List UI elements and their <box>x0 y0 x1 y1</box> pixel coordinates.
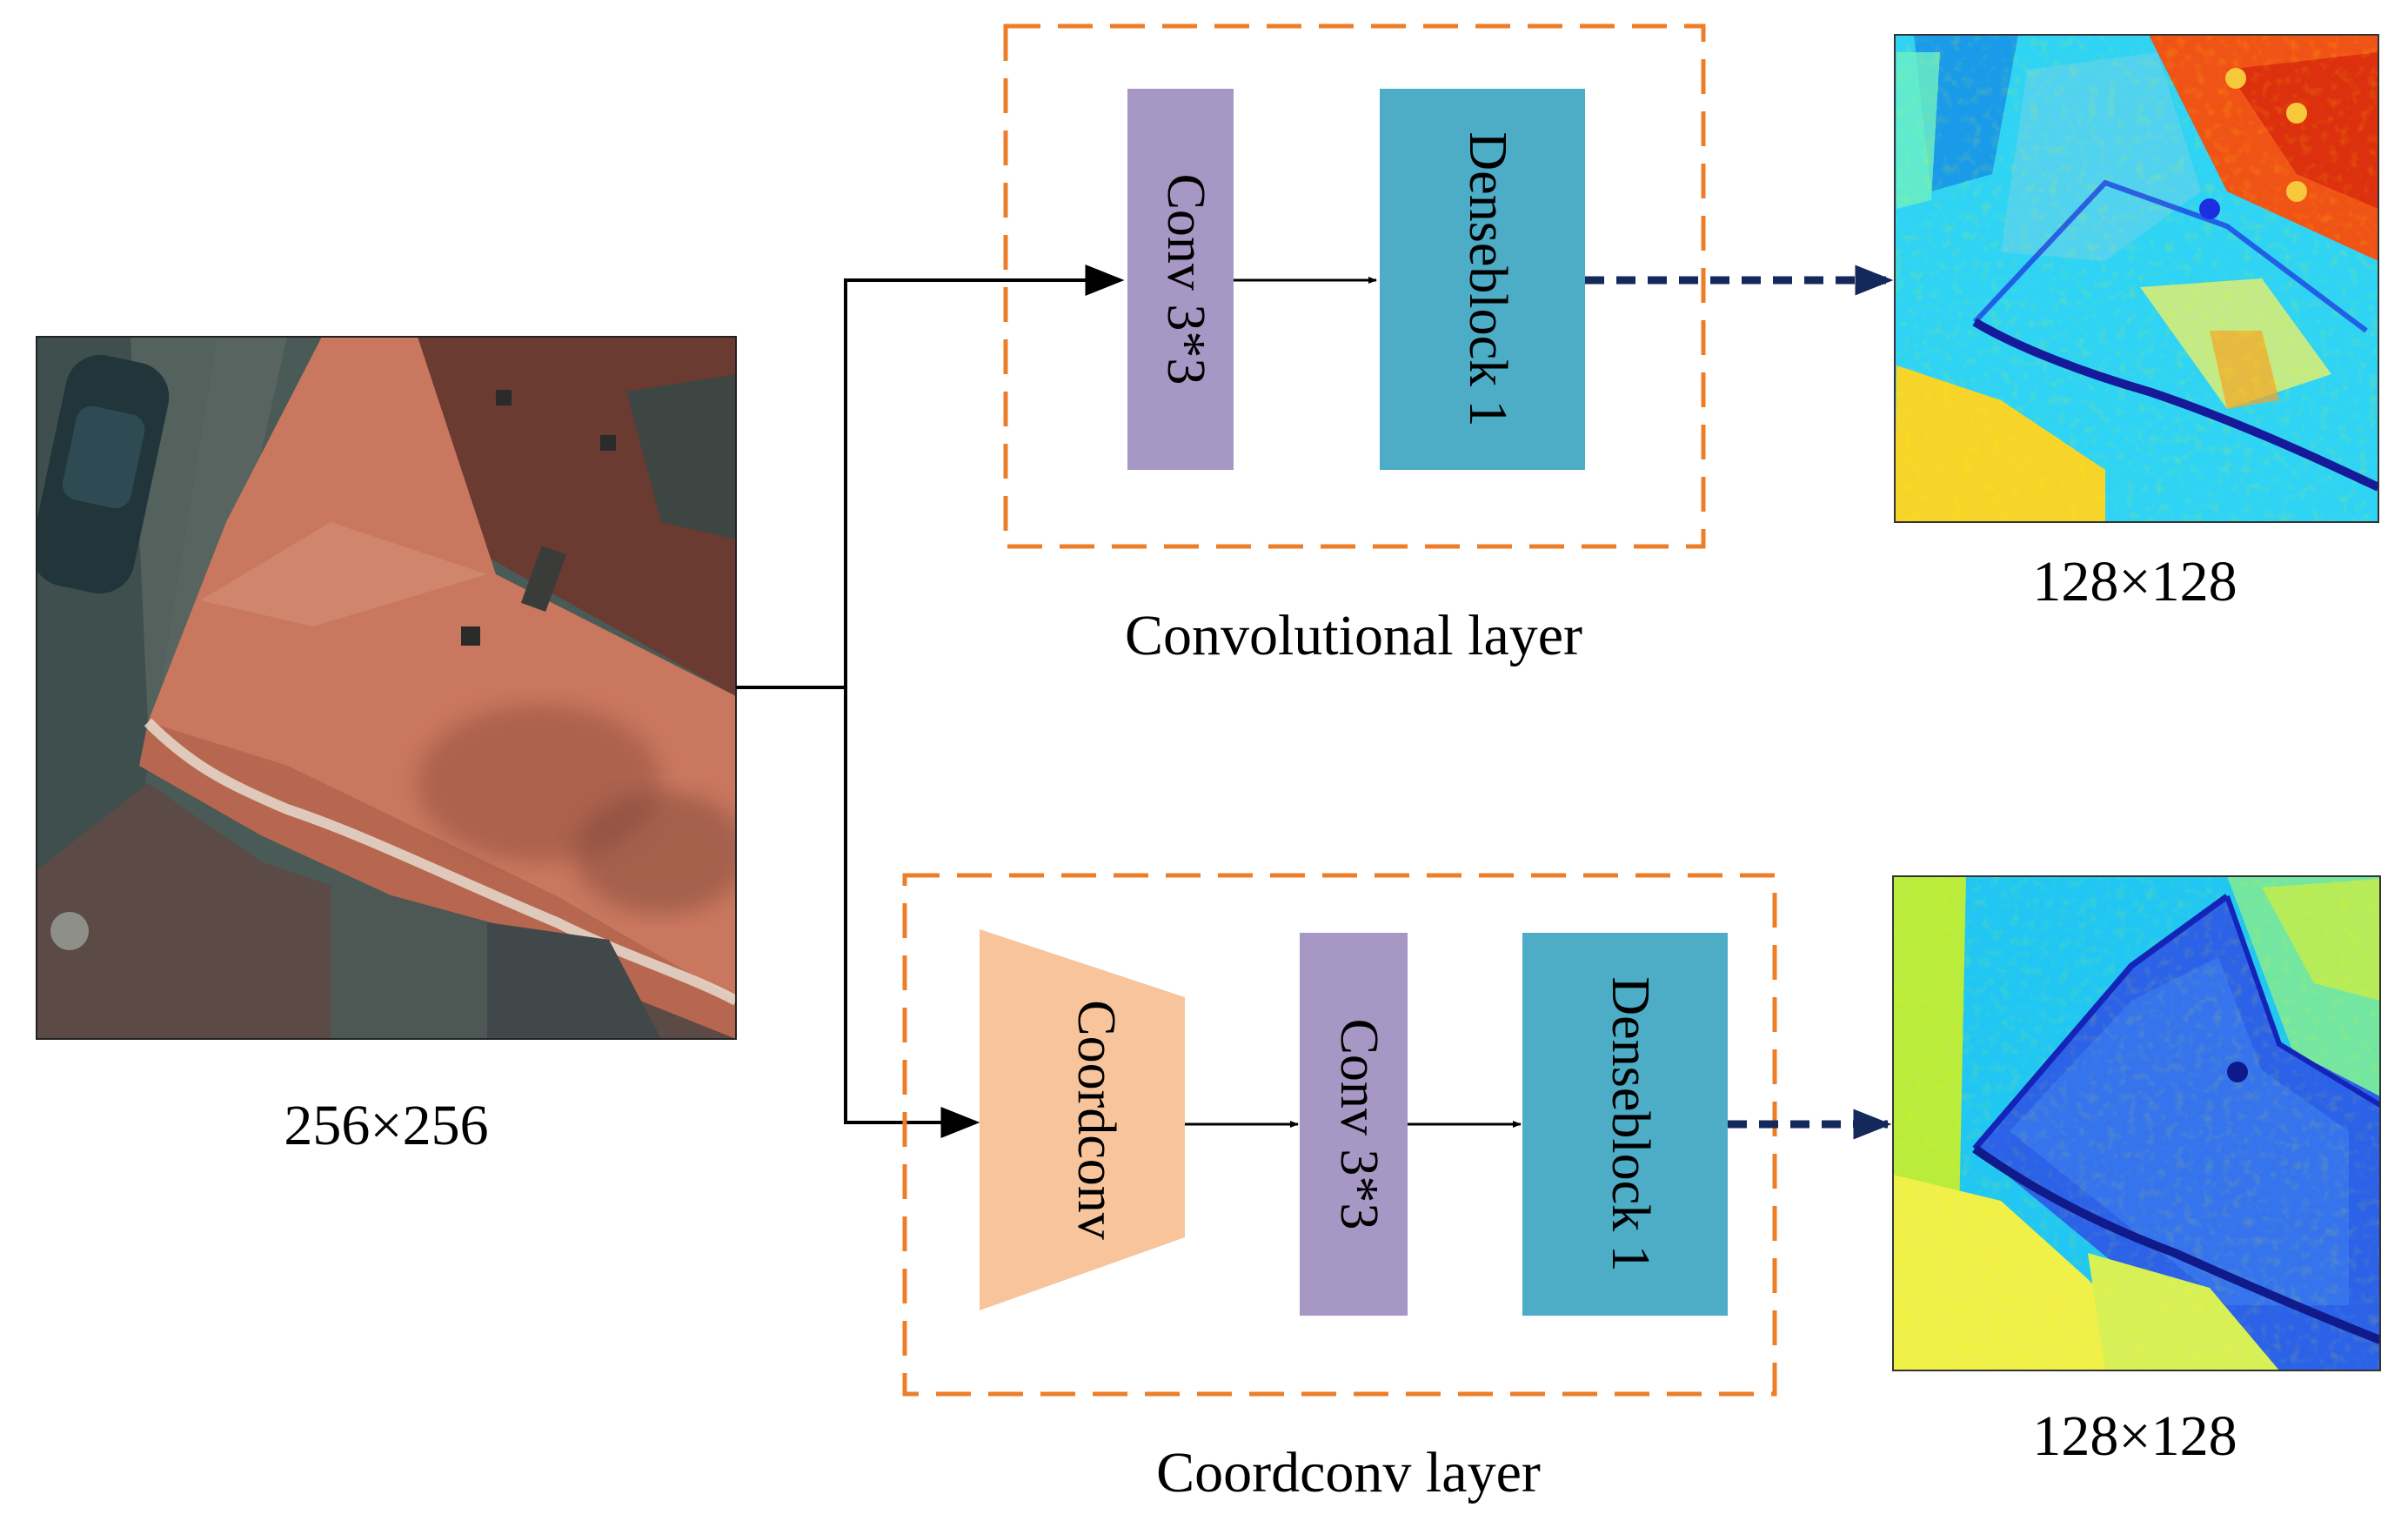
denseblock-bottom <box>1522 933 1728 1316</box>
output-size-label-top: 128×128 <box>2032 550 2237 613</box>
feature-heatmap-bottom <box>1893 876 2380 1370</box>
input-size-label: 256×256 <box>284 1094 488 1157</box>
heatmap-frame-top <box>1894 34 2379 523</box>
conv-label-top: Conv 3*3 <box>1156 174 1215 385</box>
denseblock-top <box>1380 89 1585 470</box>
input-aerial-image <box>37 337 736 1039</box>
conv-block-top <box>1127 89 1234 470</box>
convolutional-layer-title: Convolutional layer <box>1125 604 1582 667</box>
denseblock-label-bottom: Denseblock 1 <box>1601 976 1660 1271</box>
coordconv-layer-frame <box>902 873 1777 1397</box>
output-size-label-bottom: 128×128 <box>2032 1404 2237 1468</box>
coordconv-layer-title: Coordconv layer <box>1156 1441 1541 1504</box>
convolutional-layer-frame <box>1003 23 1706 549</box>
coordconv-block <box>980 929 1185 1310</box>
denseblock-label-top: Denseblock 1 <box>1458 131 1517 426</box>
branch-connector <box>736 265 1125 1138</box>
feature-heatmap-top <box>1895 35 2378 522</box>
coordconv-label: Coordconv <box>1067 1000 1126 1240</box>
conv-label-bottom: Conv 3*3 <box>1329 1019 1388 1230</box>
conv-block-bottom <box>1300 933 1408 1316</box>
heatmap-frame-bottom <box>1892 875 2381 1371</box>
